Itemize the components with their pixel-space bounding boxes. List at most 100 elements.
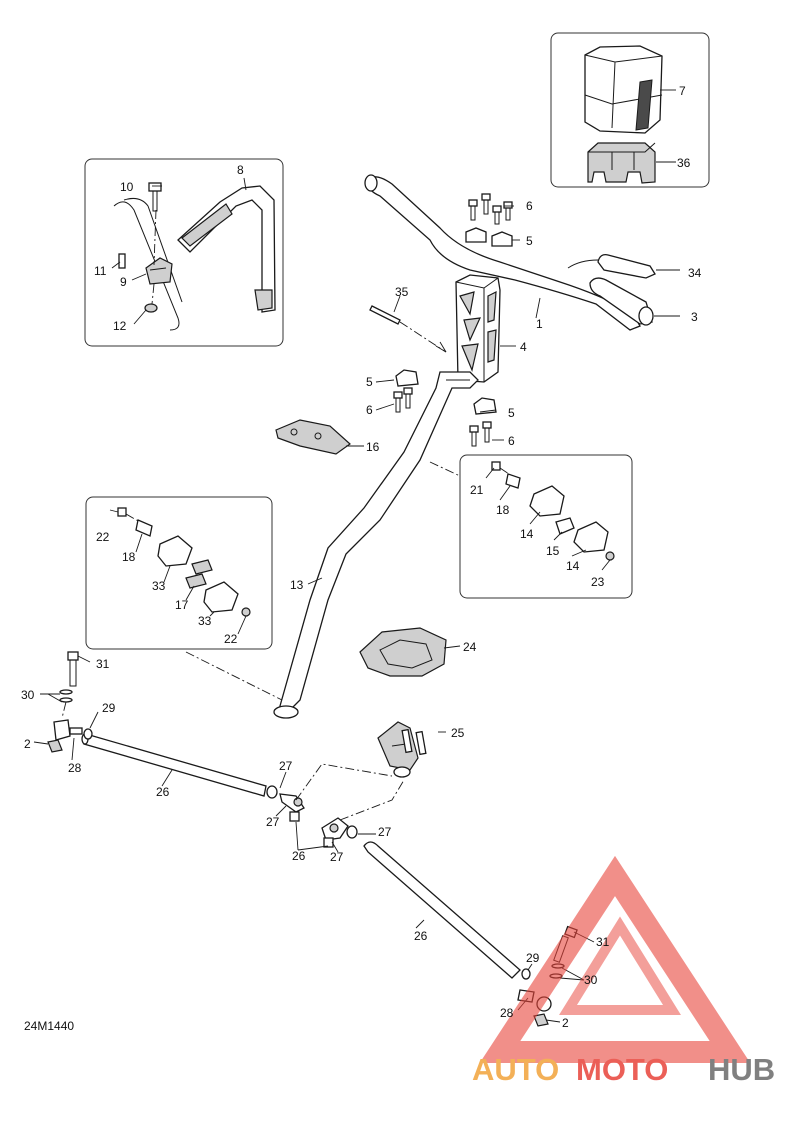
callout-17: 16 [366, 440, 380, 454]
rod-end-part-27-b [321, 817, 358, 841]
callout-2-right: 2 [562, 1016, 569, 1030]
guard-nut-axis [151, 283, 155, 305]
callout-6-right: 6 [508, 434, 515, 448]
callout-6-left: 6 [366, 403, 373, 417]
watermark-text-hub: HUB [708, 1052, 775, 1087]
half-clamp-part-33-b [203, 581, 239, 613]
nut-part-22 [605, 551, 615, 561]
callout-29-left: 28 [68, 761, 82, 775]
clamp-part-9 [145, 257, 173, 285]
callout-31-left: 30 [21, 688, 35, 702]
callout-30-left: 29 [102, 701, 116, 715]
pin-part-35 [369, 305, 401, 325]
callout-29-right: 28 [500, 1006, 514, 1020]
bolt-part-20 [491, 461, 501, 471]
handlebar-pad-part-7 [584, 45, 663, 134]
connector-upper-linkage [295, 763, 393, 801]
callout-33-lower: 33 [198, 614, 212, 628]
callout-4: 4 [520, 340, 527, 354]
lower-clamp-left-part-5 [395, 369, 419, 387]
tie-rod-left-part-26 [81, 733, 267, 797]
callout-36: 36 [677, 156, 691, 170]
connector-right-inset [429, 461, 461, 477]
upper-clamps-part-5 [465, 227, 513, 247]
callout-2-left: 2 [24, 737, 31, 751]
callout-33-upper: 33 [152, 579, 166, 593]
callout-10: 10 [120, 180, 134, 194]
inset-left-parts [117, 507, 251, 617]
callout-18-left: 18 [122, 550, 136, 564]
callout-18-right: 18 [496, 503, 510, 517]
callout-26-upper: 26 [156, 785, 170, 799]
callout-32-right: 31 [596, 935, 610, 949]
diagram-reference-code: 24M1440 [24, 1019, 74, 1033]
callout-22-right: 23 [591, 575, 605, 589]
callout-32-left: 31 [96, 657, 110, 671]
inset-box-steering-bushings-left [85, 496, 273, 650]
callout-21: 22 [96, 530, 110, 544]
handlebar-guard-part-8 [177, 185, 276, 313]
callout-30-right: 29 [526, 951, 540, 965]
callout-27-upper: 27 [266, 815, 280, 829]
bolt-part-21 [117, 507, 127, 517]
callout-25: 26 [292, 849, 306, 863]
handlebar-part-1 [364, 174, 641, 331]
callout-11: 11 [94, 264, 107, 278]
upper-bolts-part-6 [468, 193, 513, 225]
callout-20: 21 [470, 483, 484, 497]
lower-bolts-part-6 [393, 387, 492, 447]
callout-13: 13 [290, 578, 304, 592]
connector-left-inset [185, 651, 283, 701]
bushing-part-18 [505, 473, 521, 489]
rod-end-part-29-a [53, 719, 71, 741]
riser-block-part-4 [455, 274, 501, 383]
callout-34: 34 [688, 266, 702, 280]
grip-part-3 [589, 277, 654, 326]
callout-1: 1 [536, 317, 543, 331]
rod-end-part-27-a [266, 785, 305, 813]
bushing-part-15 [555, 517, 575, 535]
left-end-parts [47, 651, 93, 753]
bolt-part-10 [148, 182, 162, 212]
nut-part-30-a [83, 728, 93, 740]
callout-12: 12 [113, 319, 127, 333]
steering-arm-bracket-part-24 [377, 721, 427, 778]
rubber-part-16-b [185, 573, 207, 589]
spacer-part-11 [118, 253, 126, 269]
pin-arrow [435, 341, 447, 353]
watermark-text-auto: AUTO [472, 1052, 559, 1087]
watermark-text-moto: MOTO [576, 1052, 668, 1087]
callout-23: 24 [463, 640, 477, 654]
bushing-part-18-left [135, 519, 153, 537]
callout-8: 8 [237, 163, 244, 177]
steering-column-part-13 [273, 371, 479, 719]
heated-grip-part-34 [567, 254, 656, 279]
callout-24: 25 [451, 726, 465, 740]
callout-22-left: 22 [224, 632, 238, 646]
inset-box-steering-bushings-right [459, 454, 633, 599]
callout-6-upper: 6 [526, 199, 533, 213]
callout-15: 15 [546, 544, 560, 558]
pad-bracket-part-36 [587, 142, 656, 184]
callout-9: 9 [120, 275, 127, 289]
callout-26-lower: 26 [414, 929, 428, 943]
callout-35: 35 [395, 285, 409, 299]
nut-part-12 [144, 303, 158, 313]
bushing-support-part-23 [359, 627, 447, 677]
half-clamp-part-33-a [157, 535, 193, 567]
callout-5-upper: 5 [526, 234, 533, 248]
spacer-part-25 [289, 811, 334, 848]
callout-16: 17 [175, 598, 189, 612]
clamp-part-14-b [573, 521, 609, 553]
lower-clamp-right-part-5 [473, 397, 497, 415]
callout-3: 3 [691, 310, 698, 324]
nut-part-2-a [47, 739, 63, 753]
clamp-part-14-a [529, 485, 565, 517]
washer-part-31-a [59, 689, 73, 695]
connector-lower-linkage [339, 779, 405, 821]
rubber-part-16-a [191, 559, 213, 575]
automotohub-watermark: AUTO MOTO HUB [472, 855, 775, 1087]
callout-14-lower: 14 [566, 559, 580, 573]
